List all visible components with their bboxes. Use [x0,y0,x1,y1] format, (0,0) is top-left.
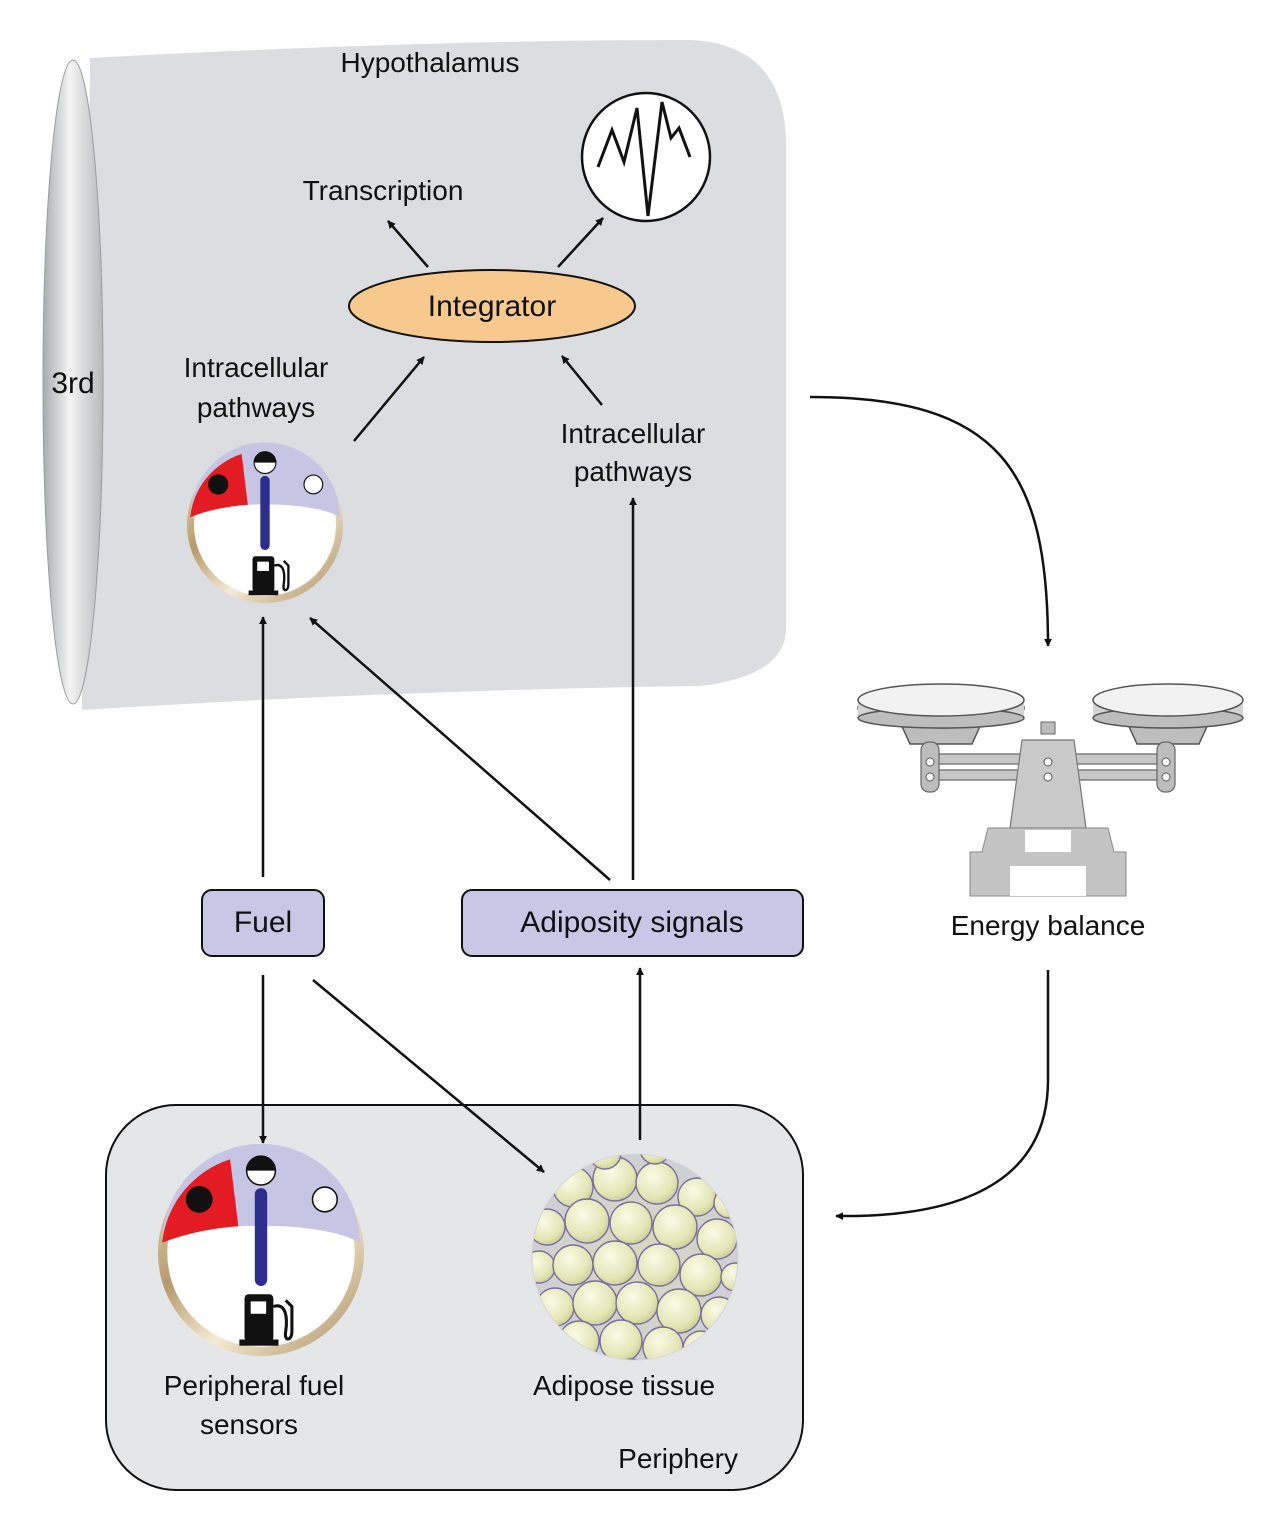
adiposity-signals-label: Adiposity signals [520,906,743,939]
adipocyte-cell [652,1204,698,1250]
adipose-tissue-label: Adipose tissue [533,1370,715,1401]
adipocyte-cell [637,1243,681,1287]
arrow-hypothalamus-to-balance [809,395,1052,647]
fuel-label: Fuel [234,906,292,939]
fuel-box: Fuel [201,889,325,957]
energy-balance-label: Energy balance [951,910,1146,941]
adipocyte-cell [552,1244,594,1286]
arrow-gauge-to-integrator [353,356,425,442]
intracellular-pathways-left-line1: Intracellular [184,352,329,383]
adipocyte-cell [696,1218,738,1260]
central-fuel-gauge-icon [185,441,345,605]
balance-scale-icon [857,683,1244,897]
intracellular-pathways-right-line2: pathways [574,456,692,487]
arrow-adiposity-to-gauge [309,617,611,881]
transcription-label: Transcription [303,175,464,206]
adiposity-signals-box: Adiposity signals [461,889,804,957]
arrow-pathways-to-integrator [561,355,603,406]
adipocyte-cell [564,1198,610,1244]
arrow-balance-to-periphery [835,970,1050,1221]
hypothalamus-label: Hypothalamus [341,47,520,78]
arrow-fuel-to-adipose [312,979,545,1173]
adipocyte-cell [592,1240,638,1286]
periphery-label: Periphery [618,1443,738,1474]
adipocyte-cell [572,1280,618,1326]
intracellular-pathways-left-line2: pathways [197,392,315,423]
peripheral-fuel-sensors-line1: Peripheral fuel [164,1370,345,1401]
peripheral-fuel-sensors-line2: sensors [200,1409,298,1440]
third-ventricle [42,59,104,705]
arrow-integrator-to-transcription [387,220,429,268]
adipose-cells-icon [531,1153,739,1361]
peripheral-fuel-gauge-icon [156,1142,366,1358]
arrow-integrator-to-activity [557,217,604,268]
integrator-label: Integrator [428,290,556,323]
adipocyte-cell [635,1161,679,1205]
third-ventricle-label: 3rd [51,367,94,400]
arrows [259,217,1052,1221]
adipocyte-cell [609,1201,653,1245]
adipocyte-cell [599,1319,643,1360]
integrator-node: Integrator [348,269,636,343]
intracellular-pathways-right-line1: Intracellular [561,418,706,449]
neural-activity-trace-icon [580,91,712,223]
adipocyte-cell [614,1358,648,1360]
adipocyte-cell [615,1281,659,1325]
